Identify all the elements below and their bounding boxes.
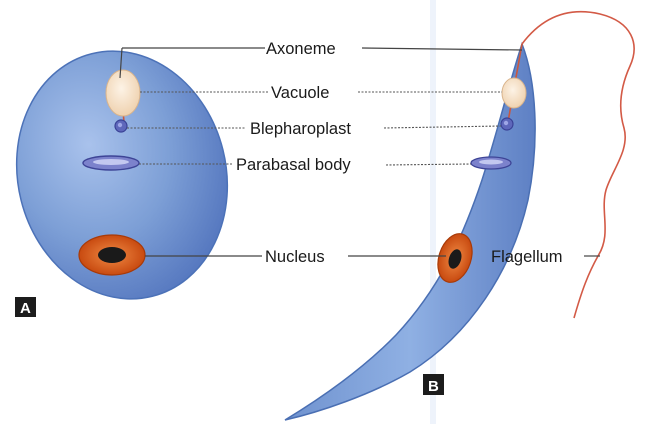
panel-a-letter: A — [20, 300, 31, 317]
label-vacuole: Vacuole — [271, 84, 329, 102]
label-flagellum: Flagellum — [491, 248, 563, 266]
promastigote-parabasal-highlight — [479, 160, 503, 165]
amastigote-form — [0, 29, 253, 322]
panel-b-letter: B — [428, 378, 439, 395]
label-parabasal-body: Parabasal body — [236, 156, 351, 174]
promastigote-flagellum — [522, 12, 634, 318]
promastigote-form — [285, 12, 634, 420]
label-axoneme: Axoneme — [266, 40, 336, 58]
axoneme-leader-right — [362, 48, 522, 50]
blepharoplast-leader-right — [384, 126, 501, 128]
amastigote-nucleolus — [98, 247, 126, 263]
promastigote-blepharoplast-highlight — [504, 121, 508, 125]
amastigote-blepharoplast-highlight — [118, 123, 122, 127]
panel-marker-a: A — [15, 297, 36, 317]
panel-marker-b: B — [423, 374, 444, 395]
amastigote-vacuole — [106, 70, 140, 116]
label-nucleus: Nucleus — [265, 248, 325, 266]
label-blepharoplast: Blepharoplast — [250, 120, 351, 138]
promastigote-vacuole — [502, 78, 526, 108]
background-strip — [430, 0, 436, 424]
amastigote-parabasal-highlight — [93, 159, 129, 165]
parabasal-leader-right — [386, 164, 471, 165]
